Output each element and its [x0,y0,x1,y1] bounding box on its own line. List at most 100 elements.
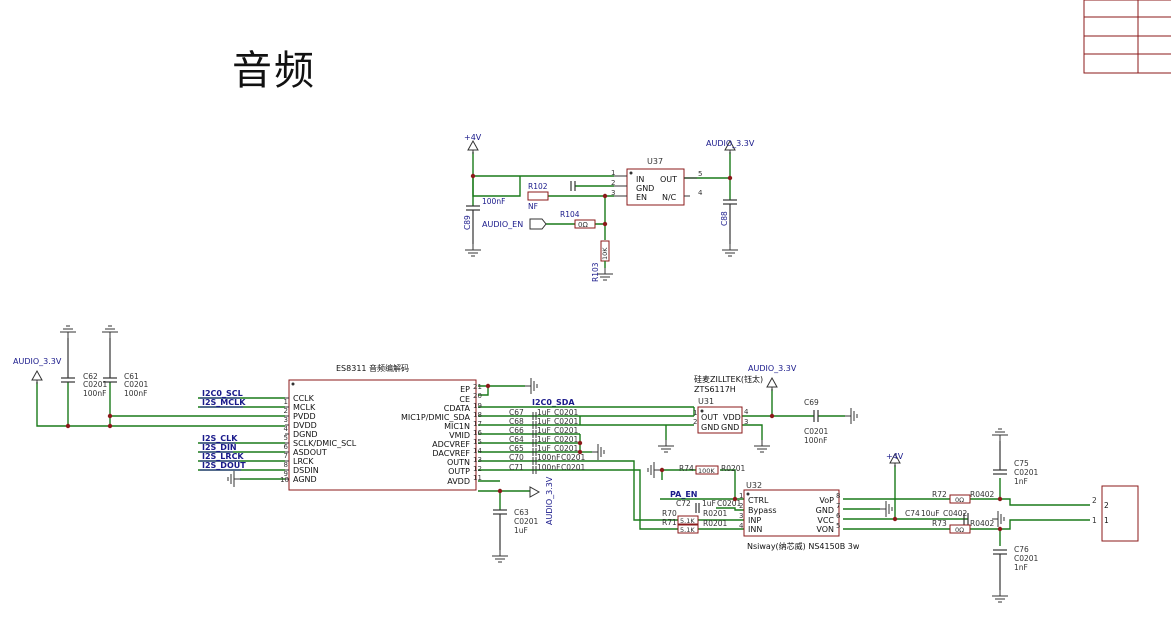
codec-pinnum-13: 13 [473,456,482,464]
codec-pinnum-5: 5 [284,434,288,442]
codec-pin-lrck: LRCK [293,457,314,466]
c66-value: 1uF [537,426,551,435]
u37-pin3: 3 [611,189,615,197]
codec-pinnum-1: 1 [284,398,288,406]
c65-value: 1uF [537,444,551,453]
u32-pin6: 6 [836,512,841,520]
u31-ref: U31 [698,397,714,406]
u37-ref: U37 [647,157,663,166]
codec-pinnum-14: 14 [473,447,482,455]
connector-label-2: 2 [1104,501,1109,510]
codec-pin-dgnd: DGND [293,430,318,439]
u32-pin-inn: INN [748,525,762,534]
codec-pin-cdata: CDATA [444,404,471,413]
resistor-r71 [677,524,699,534]
r70-ref: R70 [662,509,677,518]
c89-value: 100nF [482,197,505,206]
r102-value: NF [528,202,538,211]
c68-ref: C68 [509,417,524,426]
connector-pin2: 2 [1092,496,1097,505]
codec-pinnum-9: 9 [284,470,288,478]
c61-value: 100nF [124,389,147,398]
resistor-r104 [574,219,596,229]
amp-u32 [743,489,840,537]
u32-pin-von: VON [816,525,834,534]
net-audio-en: AUDIO_EN [482,220,523,229]
u37-pin-out: OUT [660,175,677,184]
r104-ref: R104 [560,210,580,219]
u31-pin3: 3 [744,418,748,426]
u32-pin-vcc: VCC [817,516,834,525]
c88-ref: C88 [720,211,729,226]
codec-pin-pvdd: PVDD [293,412,316,421]
net-i2s-mclk: I2S_MCLK [202,398,246,407]
r104-value: 0Ω [578,221,588,229]
c74-value: 10uF [921,509,940,518]
u32-pin5: 5 [836,522,840,530]
r71-value: 5.1K [680,526,695,534]
resistor-r74 [695,465,719,475]
u31-pin1: 1 [693,409,697,417]
c69-ref: C69 [804,398,819,407]
c71-pkg: C0201 [561,463,586,472]
resistor-r102 [527,191,549,201]
r72-value: 0Ω [955,496,964,504]
c65-pkg: C0201 [554,444,579,453]
codec-junctions [65,383,583,494]
codec-pinnum-4: 4 [284,425,289,433]
codec-pin-mclk: MCLK [293,403,316,412]
u32-pin-ctrl: CTRL [748,496,769,505]
mic-section: AUDIO_3.3V 硅麦ZILLTEK(钰太) ZTS6117H U31 OU… [540,364,858,453]
u31-pin2: 2 [693,418,697,426]
c65-ref: C65 [509,444,524,453]
u37-pin-en: EN [636,193,647,202]
codec-pinnum-15: 15 [473,438,482,446]
u31-pin-gnd1: GND [701,423,719,432]
c70-ref: C70 [509,453,524,462]
c89-ref: C89 [463,215,472,230]
codec-pin-dsdin: DSDIN [293,466,319,475]
c66-pkg: C0201 [554,426,579,435]
codec-pin-cclk: CCLK [293,394,315,403]
c62-pkg: C0201 [83,380,108,389]
u31-pin-vdd: VDD [723,413,741,422]
codec-pinnum-12: 12 [473,465,482,473]
ldo-junctions [470,173,733,227]
codec-pinnum-10: 10 [280,476,289,484]
c64-value: 1uF [537,435,551,444]
u32-ref: U32 [746,481,762,490]
c68-pkg: C0201 [554,417,579,426]
codec-title: ES8311 音频编解码 [336,363,409,373]
resistor-r73 [949,524,971,534]
r73-ref: R73 [932,519,947,528]
title-block [1083,0,1171,74]
net-audio33-ldo: AUDIO_3.3V [706,139,755,148]
u32-pin3: 3 [739,512,743,520]
r71-pkg: R0201 [703,519,728,528]
u37-pin1: 1 [611,169,615,177]
codec-cap-plates [532,412,537,474]
u37-pin5: 5 [698,170,702,178]
codec-es8311 [288,379,477,491]
codec-pin-ce: CE [459,395,470,404]
c70-value: 100nF [537,453,560,462]
net-i2c-sda: I2C0_SDA [532,398,575,407]
net-plus4v-amp: +4V [886,452,904,461]
codec-pin-adcvref: ADCVREF [432,440,470,449]
u32-pin-bypass: Bypass [748,506,777,515]
cap-c72 [695,503,700,513]
cap-c74 [963,513,969,525]
codec-pinnum-17: 17 [473,420,482,428]
u31-pin-gnd2: GND [721,423,739,432]
codec-pin-mic1p: MIC1P/DMIC_SDA [401,413,471,422]
cap-c88 [723,199,737,244]
u32-description: Nsiway(纳芯威) NS4150B 3w [747,541,860,551]
output-section: R72 0Ω R0402 R73 0Ω R0402 C75 C0201 1nF … [932,428,1139,603]
connector-pin1: 1 [1092,516,1097,525]
c63-value: 1uF [514,526,528,535]
page-title: 音频 [232,48,316,94]
c76-ref: C76 [1014,545,1029,554]
codec-pinnum-8: 8 [284,461,288,469]
r74-ref: R74 [679,464,694,473]
